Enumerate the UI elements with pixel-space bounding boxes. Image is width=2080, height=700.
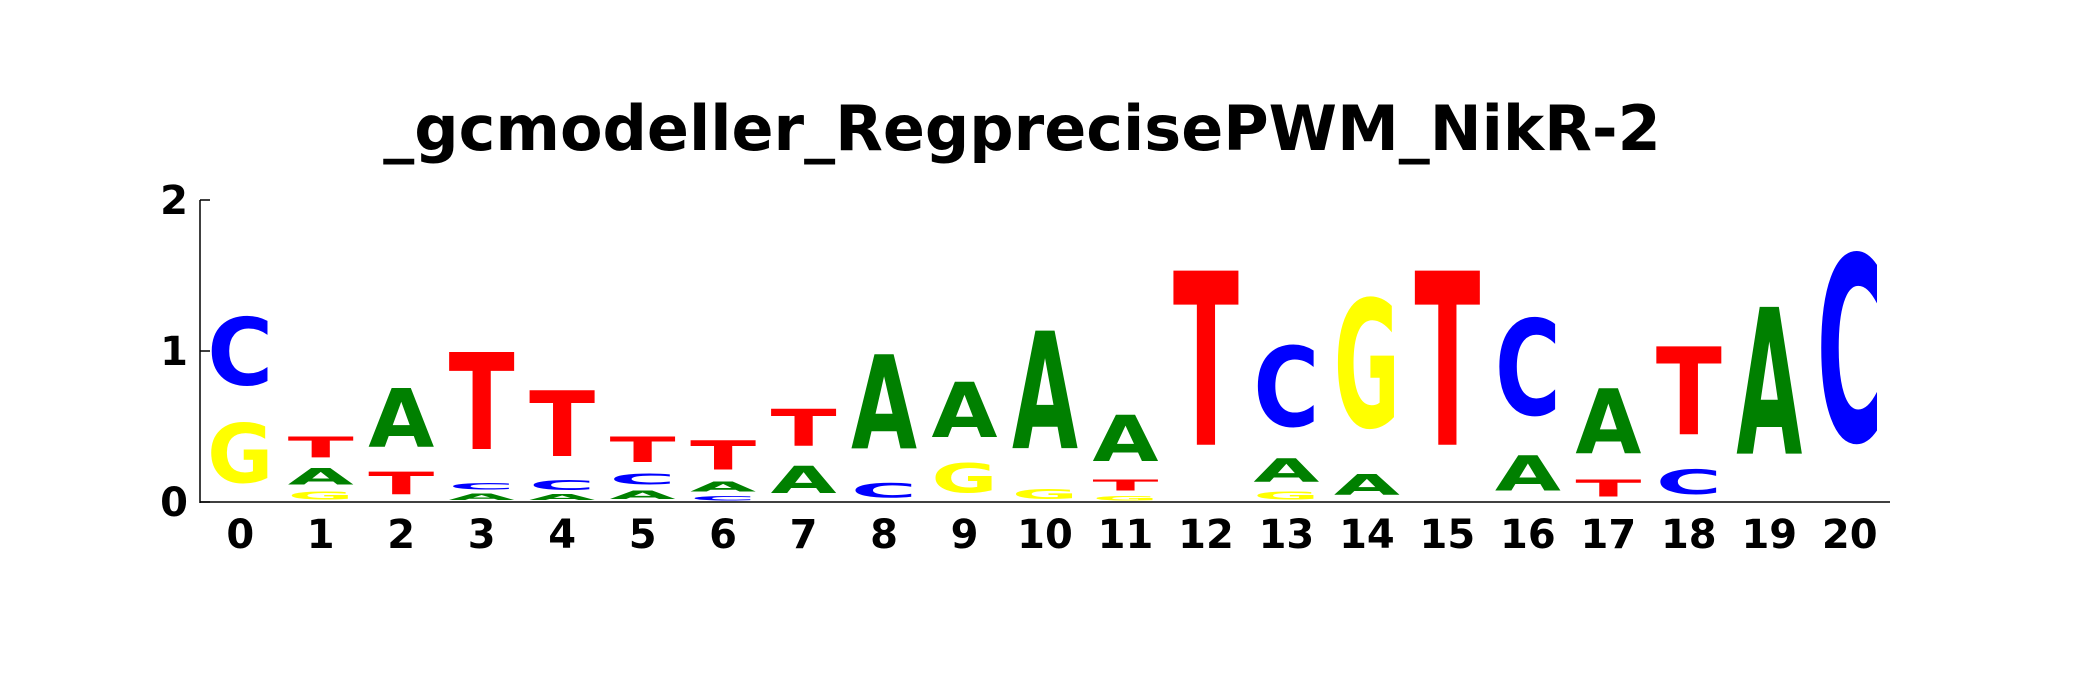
x-tick-label: 13: [1259, 512, 1315, 558]
logo-letter-g: G: [1253, 490, 1319, 502]
logo-letter-t: T: [690, 433, 757, 479]
logo-letter-a: A: [368, 373, 434, 466]
logo-letter-t: T: [449, 327, 515, 481]
logo-letter-c: C: [1495, 292, 1561, 446]
x-tick-label: 9: [951, 512, 979, 558]
logo-letter-a: A: [1253, 453, 1319, 491]
logo-letter-c: C: [207, 298, 273, 407]
logo-letter-g: G: [207, 408, 273, 503]
x-tick-label: 0: [226, 512, 254, 558]
x-tick-label: 7: [790, 512, 818, 558]
logo-letter-g: G: [1012, 487, 1078, 502]
logo-letter-a: A: [851, 328, 917, 479]
logo-letter-a: A: [1092, 402, 1158, 476]
logo-letter-a: A: [1012, 299, 1078, 487]
logo-letter-a: A: [1736, 267, 1802, 501]
logo-letter-t: T: [1575, 475, 1641, 502]
logo-letter-c: C: [1656, 463, 1722, 502]
x-tick-label: 14: [1339, 512, 1395, 558]
logo-letter-g: G: [1092, 495, 1158, 502]
logo-letter-a: A: [690, 479, 756, 494]
logo-letter-c: C: [1253, 324, 1319, 452]
logo-letter-g: G: [1334, 265, 1400, 469]
y-tick-label: 1: [160, 329, 188, 375]
x-tick-label: 5: [629, 512, 657, 558]
logo-letter-t: T: [1656, 323, 1722, 463]
logo-letter-c: C: [1817, 205, 1883, 502]
x-tick-label: 19: [1741, 512, 1797, 558]
logo-letter-a: A: [1495, 447, 1562, 502]
x-tick-label: 18: [1661, 512, 1717, 558]
logo-letter-t: T: [771, 400, 837, 459]
logo-letter-g: G: [932, 455, 998, 502]
logo-letter-a: A: [529, 493, 595, 502]
x-tick-label: 1: [307, 512, 335, 558]
logo-letter-c: C: [529, 478, 595, 493]
logo-letter-t: T: [1414, 223, 1480, 501]
y-tick-label: 0: [160, 480, 188, 526]
logo-letter-c: C: [690, 495, 756, 502]
logo-letter-a: A: [1575, 371, 1642, 475]
x-tick-label: 8: [870, 512, 898, 558]
x-tick-label: 15: [1420, 512, 1476, 558]
logo-letter-c: C: [610, 471, 676, 489]
logo-letter-a: A: [1334, 469, 1400, 502]
logo-letter-c: C: [449, 481, 515, 491]
x-tick-label: 6: [709, 512, 737, 558]
x-tick-label: 20: [1822, 512, 1878, 558]
logo-letter-t: T: [1173, 223, 1239, 501]
logo-letter-t: T: [1092, 477, 1158, 495]
logo-letter-a: A: [932, 367, 998, 456]
x-tick-label: 12: [1178, 512, 1234, 558]
x-tick-label: 2: [387, 512, 415, 558]
x-tick-label: 11: [1098, 512, 1154, 558]
chart-title: _gcmodeller_RegprecisePWM_NikR-2: [383, 92, 1661, 165]
x-tick-label: 3: [468, 512, 496, 558]
logo-letter-a: A: [288, 464, 354, 490]
y-tick-label: 2: [160, 178, 188, 224]
logo-letter-t: T: [610, 430, 677, 470]
logo-letter-a: A: [610, 489, 676, 502]
x-tick-label: 16: [1500, 512, 1556, 558]
logo-letter-a: A: [449, 492, 515, 502]
logo-letter-t: T: [288, 431, 354, 464]
logo-letter-g: G: [288, 490, 354, 502]
logo-letter-t: T: [529, 373, 595, 478]
x-tick-label: 10: [1017, 512, 1073, 558]
logo-letter-t: T: [368, 466, 434, 502]
logo-letter-a: A: [771, 458, 837, 502]
x-tick-label: 17: [1580, 512, 1636, 558]
x-tick-label: 4: [548, 512, 576, 558]
logo-letter-c: C: [851, 480, 917, 502]
